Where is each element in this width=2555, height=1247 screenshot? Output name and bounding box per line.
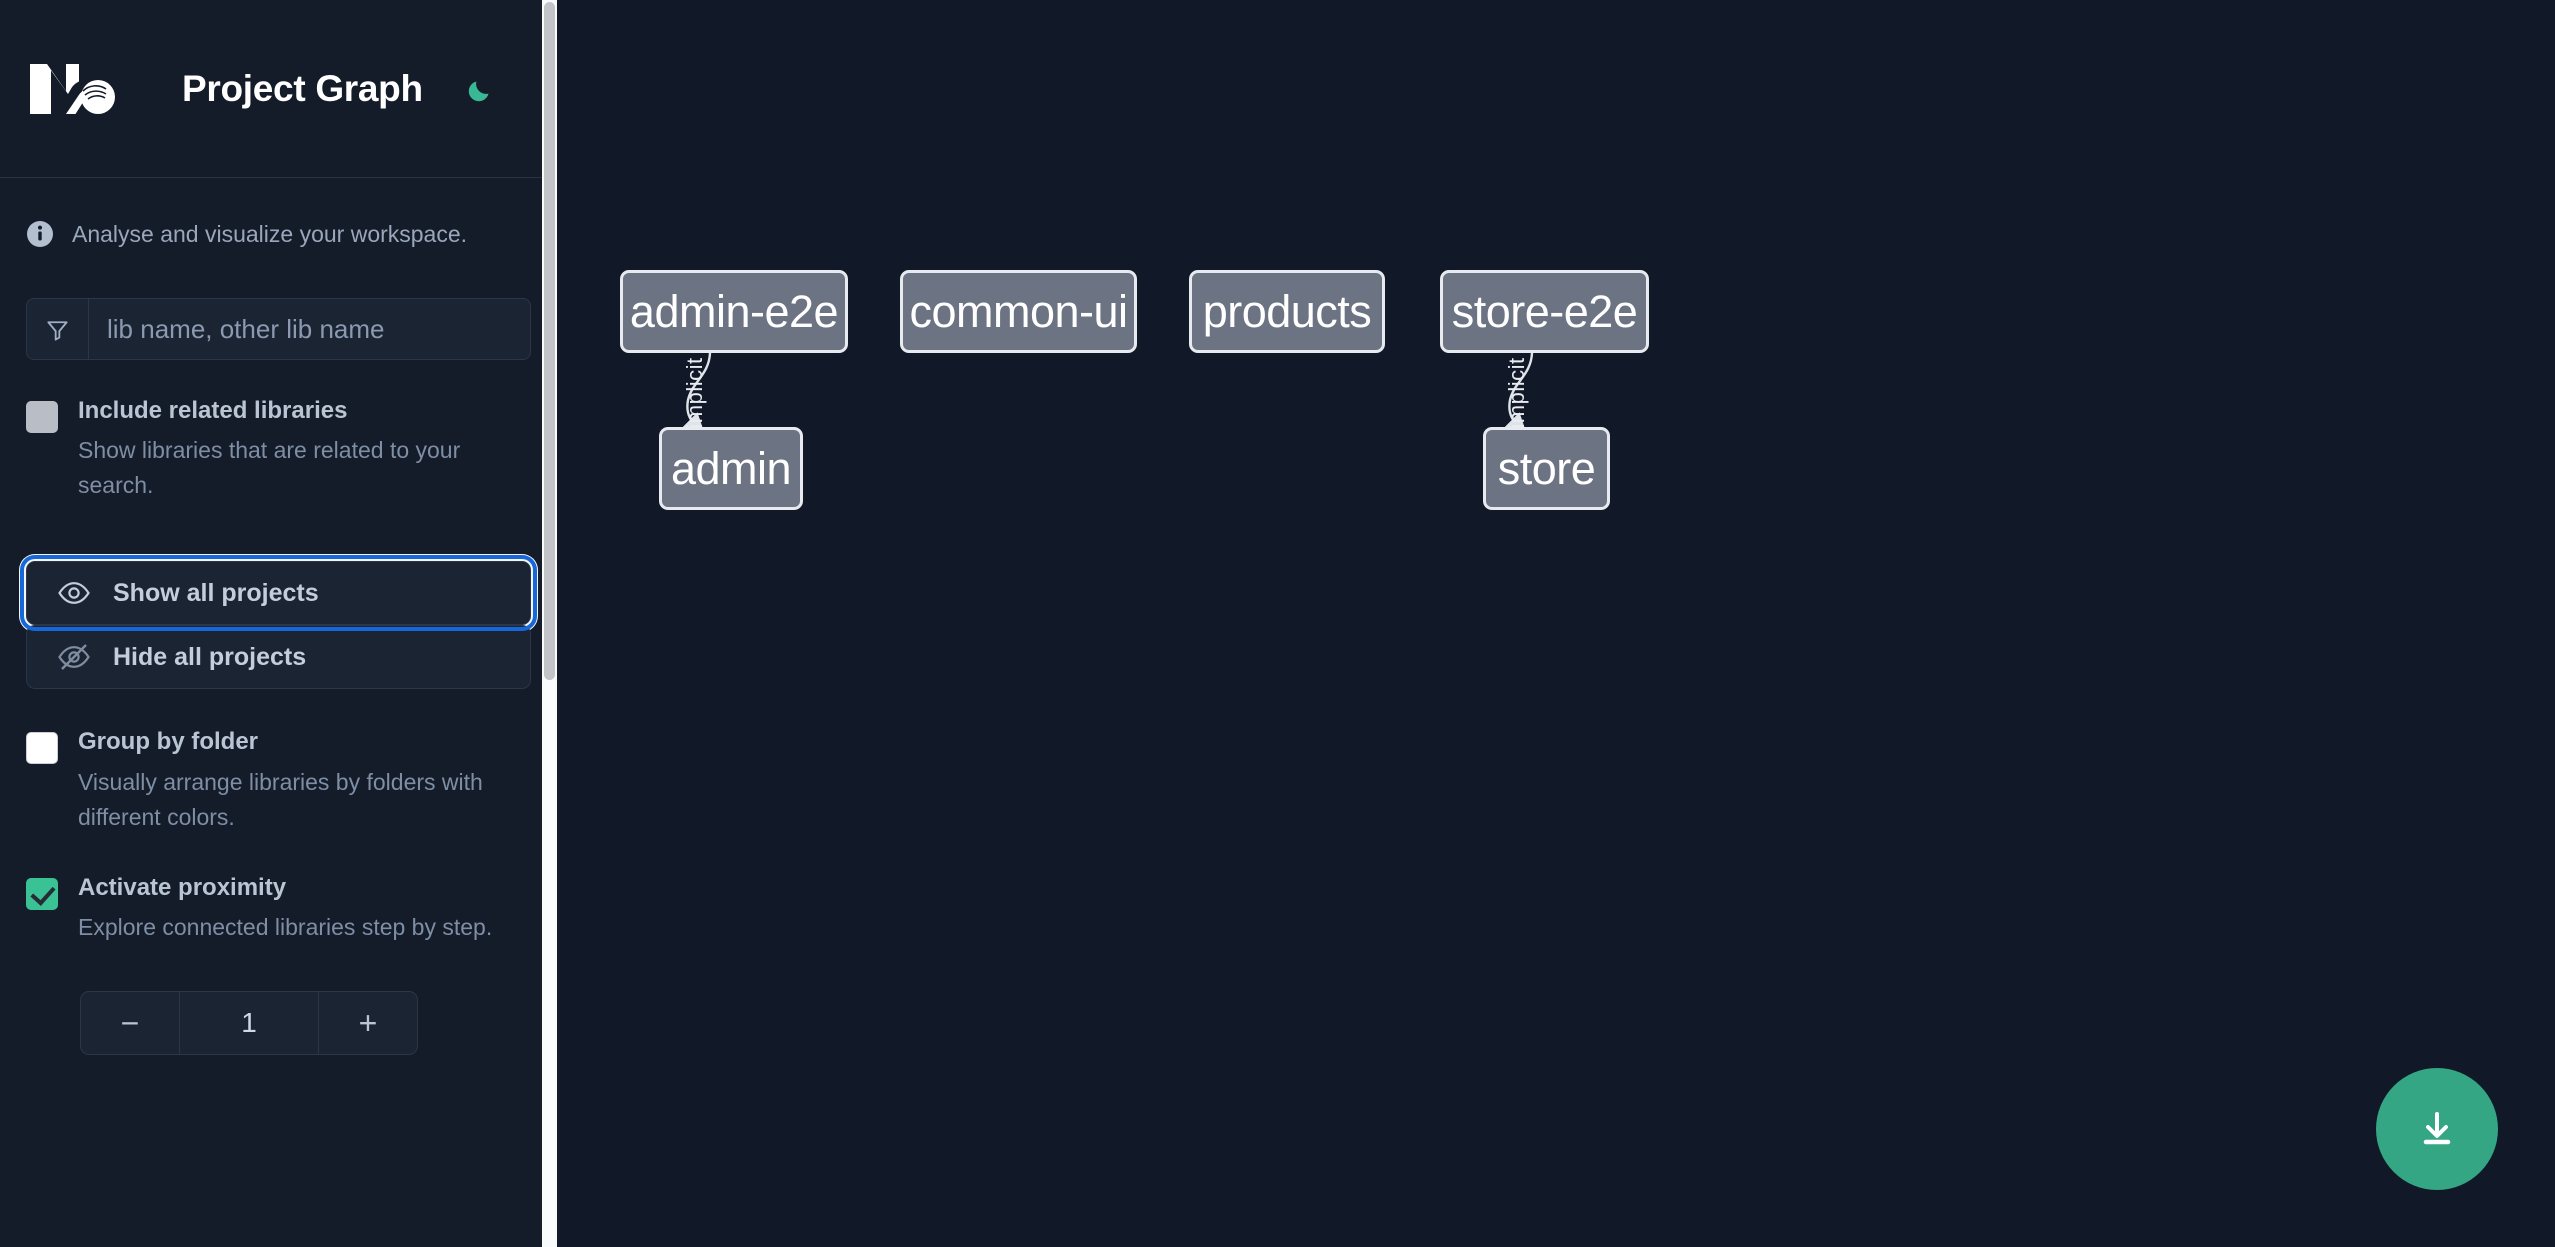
sidebar-scrollbar[interactable]: [542, 0, 557, 1247]
option-activate-proximity[interactable]: Activate proximity Explore connected lib…: [0, 835, 557, 945]
proximity-decrement-button[interactable]: −: [120, 1004, 140, 1041]
graph-node-admin-e2e[interactable]: admin-e2e: [620, 270, 848, 353]
workspace-info-text: Analyse and visualize your workspace.: [72, 220, 468, 247]
hide-all-projects-label: Hide all projects: [113, 642, 307, 671]
option-group-by-folder[interactable]: Group by folder Visually arrange librari…: [0, 689, 557, 834]
hide-all-projects-button[interactable]: Hide all projects: [26, 625, 531, 690]
moon-icon[interactable]: [461, 69, 501, 109]
graph-node-common-ui[interactable]: common-ui: [900, 270, 1137, 353]
include-related-checkbox[interactable]: [26, 401, 58, 433]
include-related-label: Include related libraries: [78, 397, 348, 424]
graph-node-store[interactable]: store: [1483, 427, 1610, 510]
group-by-folder-label: Group by folder: [78, 728, 258, 756]
group-by-folder-desc: Visually arrange libraries by folders wi…: [78, 768, 483, 830]
show-all-projects-label: Show all projects: [113, 578, 319, 607]
graph-canvas[interactable]: implicit implicit admin-e2e common-ui pr…: [557, 0, 2555, 1247]
option-include-related-libraries[interactable]: Include related libraries Show libraries…: [0, 360, 557, 503]
eye-slash-icon: [57, 640, 91, 674]
filter-funnel-icon: [27, 299, 89, 359]
page-title: Project Graph: [182, 67, 423, 109]
workspace-info: Analyse and visualize your workspace.: [0, 178, 557, 248]
show-all-projects-button[interactable]: Show all projects: [20, 555, 537, 632]
proximity-stepper: − 1 +: [80, 990, 418, 1055]
sidebar-scrollbar-thumb[interactable]: [544, 2, 555, 680]
graph-node-admin[interactable]: admin: [659, 427, 803, 510]
search-filter-box: [26, 298, 531, 360]
eye-icon: [57, 576, 91, 610]
proximity-value[interactable]: 1: [179, 991, 319, 1054]
graph-node-products[interactable]: products: [1189, 270, 1385, 353]
search-input[interactable]: [89, 299, 530, 359]
download-icon: [2415, 1106, 2459, 1153]
graph-node-store-e2e[interactable]: store-e2e: [1440, 270, 1649, 353]
activate-proximity-label: Activate proximity: [78, 873, 287, 901]
download-graph-button[interactable]: [2376, 1068, 2498, 1190]
graph-edges: [682, 352, 1534, 436]
include-related-desc: Show libraries that are related to your …: [78, 437, 461, 499]
nx-logo-icon: [26, 58, 122, 120]
edge-label-admin-implicit: implicit: [682, 357, 707, 429]
proximity-increment-button[interactable]: +: [358, 1004, 378, 1041]
activate-proximity-checkbox[interactable]: [26, 877, 58, 910]
edge-label-store-implicit: implicit: [1504, 357, 1529, 429]
info-circle-icon: [26, 220, 54, 248]
group-by-folder-checkbox[interactable]: [26, 732, 58, 765]
sidebar: Project Graph Analyse and visualize your…: [0, 0, 557, 1247]
activate-proximity-desc: Explore connected libraries step by step…: [78, 913, 493, 940]
sidebar-header: Project Graph: [0, 0, 557, 178]
